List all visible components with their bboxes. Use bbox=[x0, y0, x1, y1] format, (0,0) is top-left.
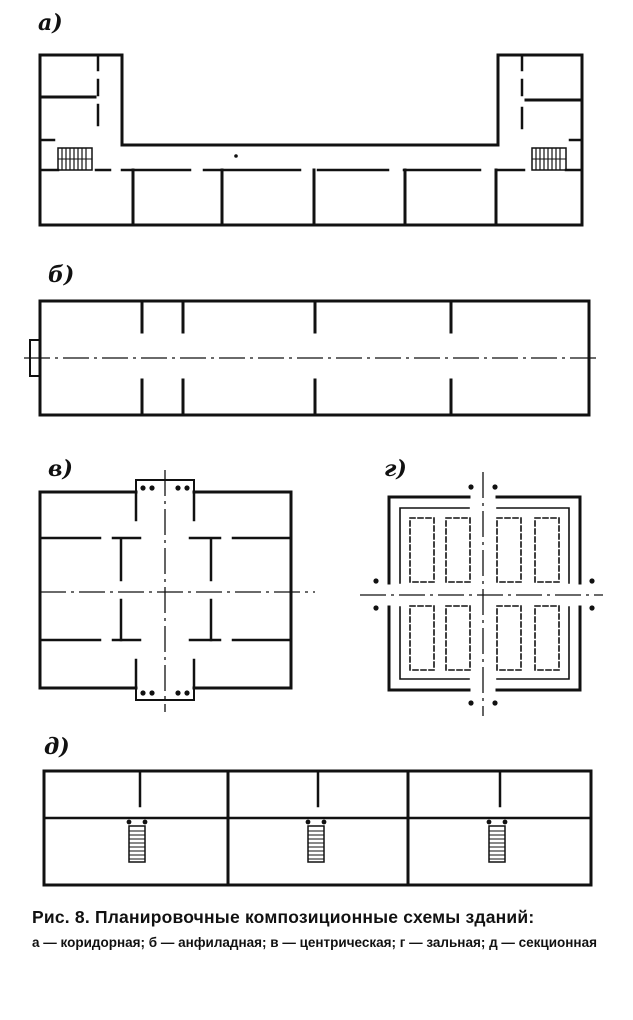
plan-corridor bbox=[38, 53, 584, 227]
plan-label-g: г) bbox=[384, 456, 407, 482]
plan-sectional bbox=[42, 769, 593, 887]
stair-section-1 bbox=[128, 825, 146, 863]
plan-label-d: д) bbox=[44, 734, 70, 760]
stair-section-3 bbox=[488, 825, 506, 863]
figure-canvas: а) б) bbox=[24, 10, 603, 887]
hall-columns bbox=[373, 484, 595, 706]
plan-label-v: в) bbox=[48, 456, 73, 482]
stair-section-2 bbox=[307, 825, 325, 863]
plan-centric bbox=[38, 479, 293, 701]
figure-caption: Рис. 8. Планировочные композиционные схе… bbox=[32, 906, 602, 951]
caption-legend: а — коридорная; б — анфиладная; в — цент… bbox=[32, 935, 597, 950]
plan-hall bbox=[387, 495, 582, 692]
caption-title: Рис. 8. Планировочные композиционные схе… bbox=[32, 906, 602, 928]
plan-label-b: б) bbox=[48, 262, 74, 288]
stair-left-a bbox=[57, 147, 93, 171]
figure-number: Рис. 8. bbox=[32, 907, 90, 927]
stair-right-a bbox=[531, 147, 567, 171]
caption-title-text: Планировочные композиционные схемы здани… bbox=[94, 907, 535, 927]
plan-label-a: а) bbox=[38, 10, 63, 36]
section-columns bbox=[126, 819, 508, 825]
centric-columns bbox=[140, 485, 190, 696]
